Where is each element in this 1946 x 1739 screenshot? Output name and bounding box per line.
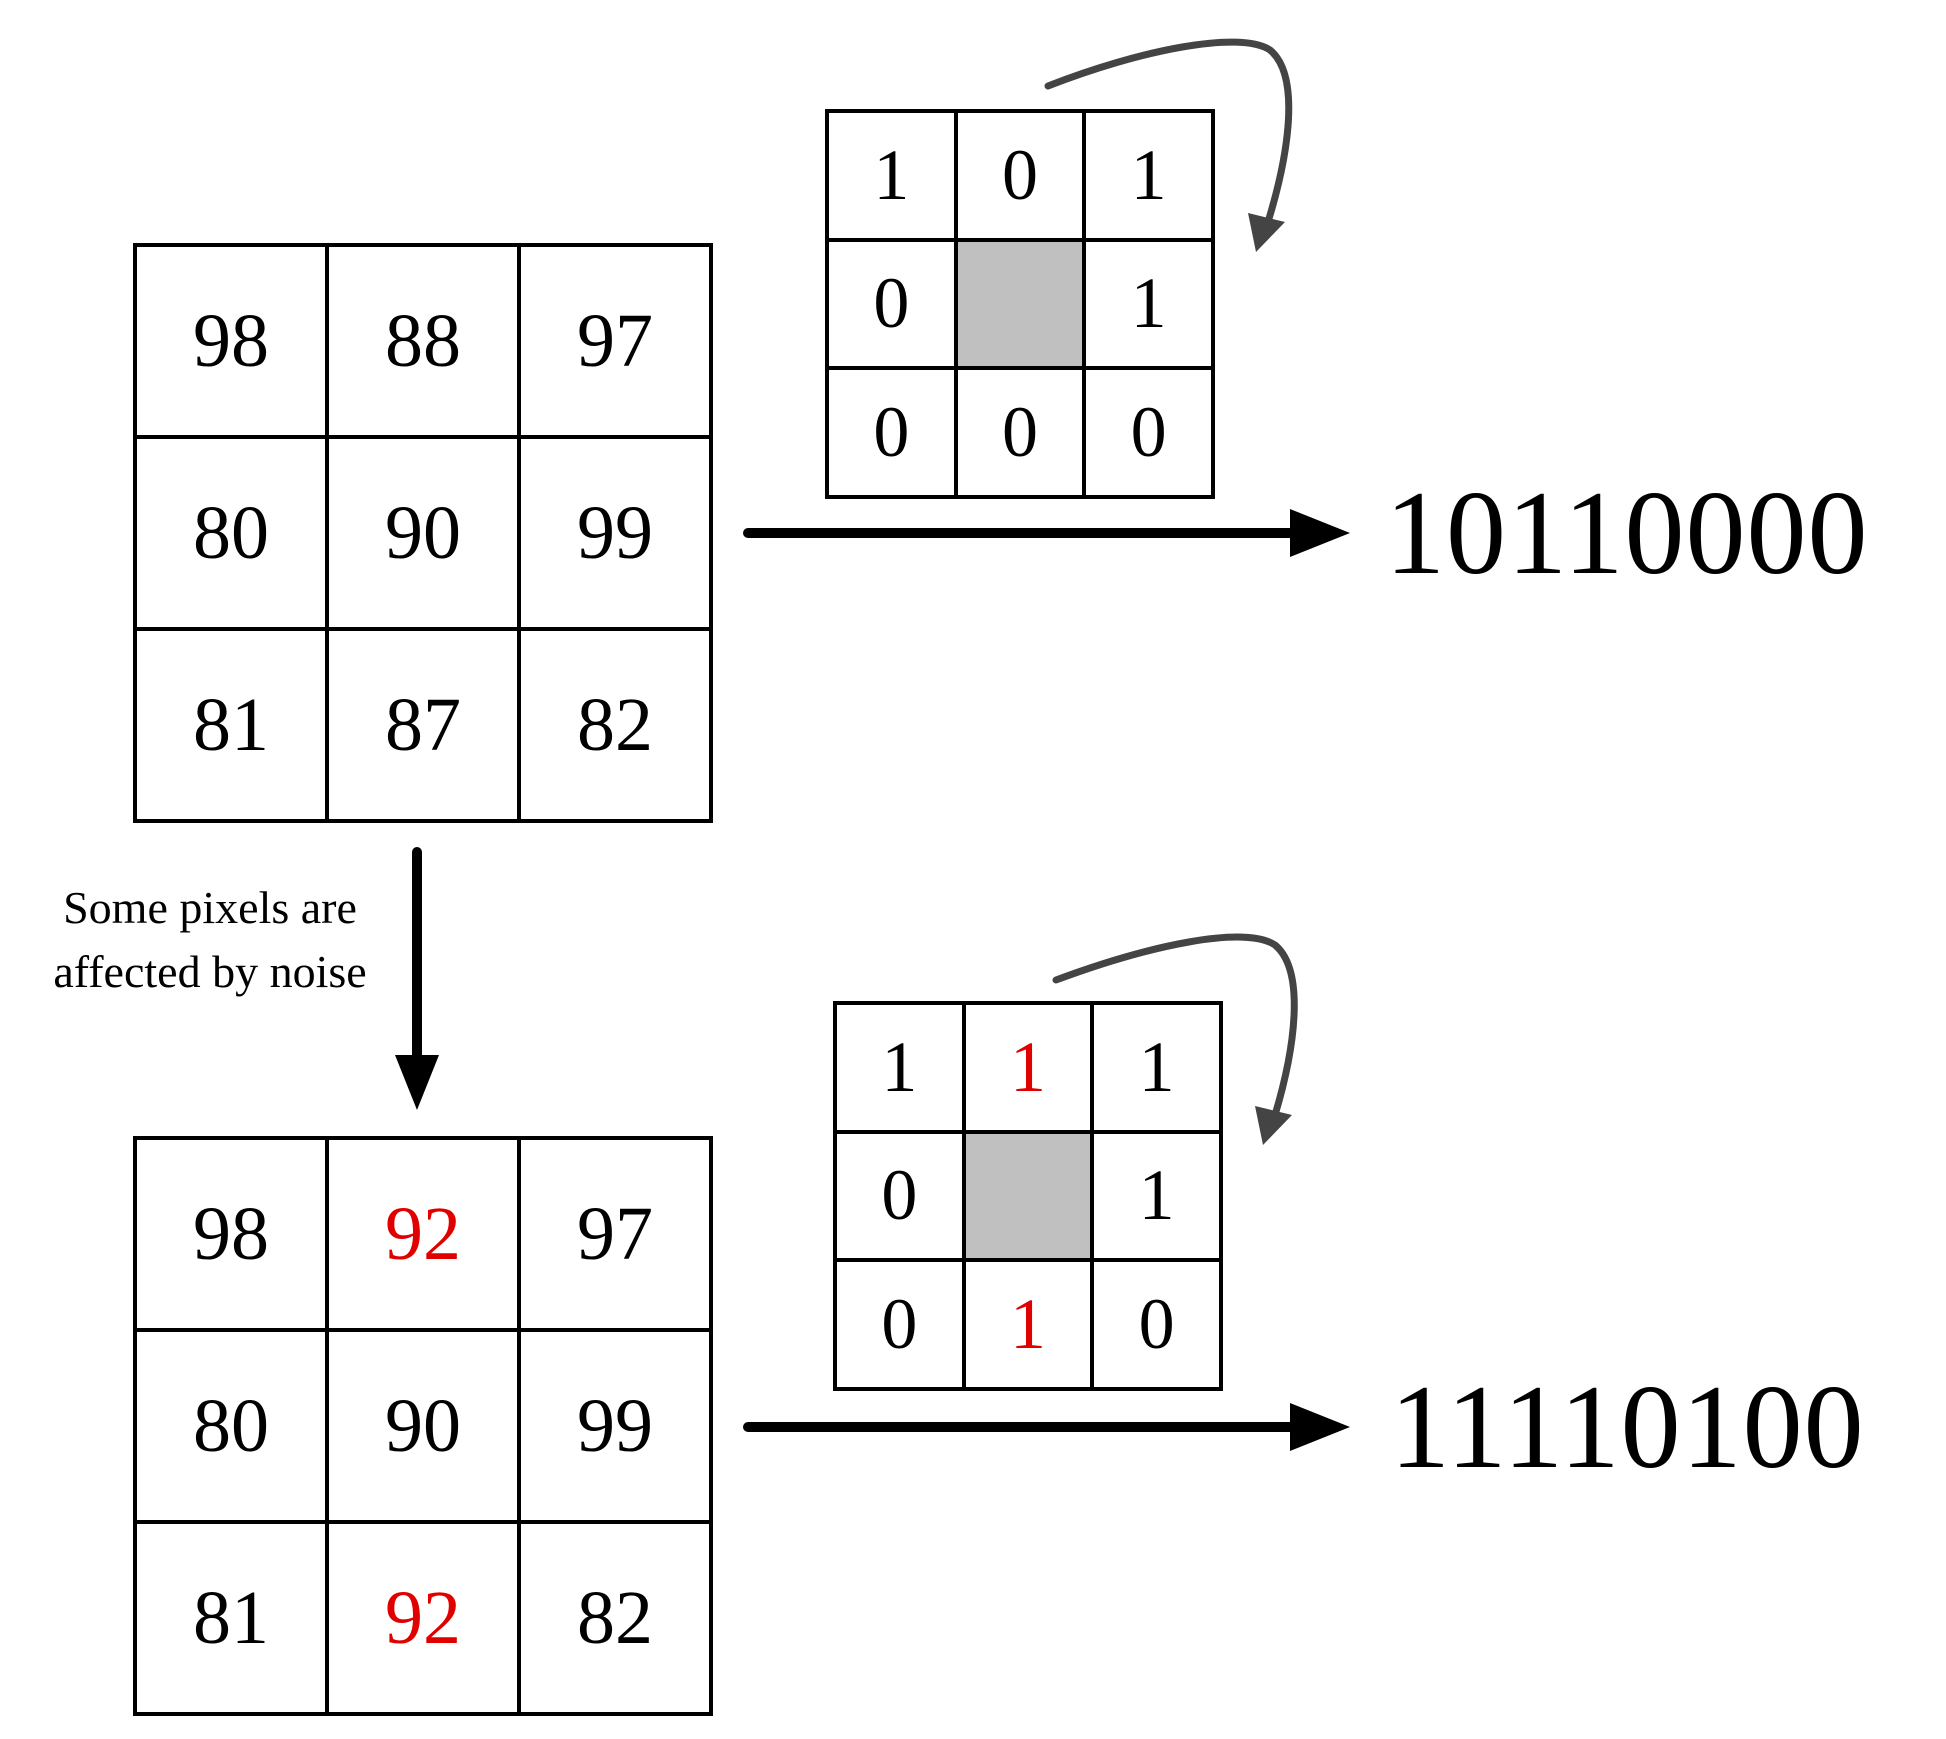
noisy-binary-code: 11110100 — [1390, 1360, 1865, 1493]
original-pixel-grid: 98 88 97 80 90 99 81 87 82 — [133, 243, 713, 823]
pixel-cell: 99 — [521, 439, 709, 627]
noisy-pixel-grid: 98 92 97 80 90 99 81 92 82 — [133, 1136, 713, 1716]
changed-bit-cell: 1 — [965, 1005, 1091, 1130]
pixel-cell: 87 — [329, 631, 517, 819]
bit-cell: 0 — [1094, 1262, 1219, 1387]
bit-cell: 1 — [1094, 1133, 1219, 1259]
bottom-right-arrow — [743, 1403, 1350, 1451]
pixel-cell: 97 — [521, 247, 709, 435]
center-pixel-cell: 90 — [329, 439, 517, 627]
noisy-binary-grid: 1 1 1 0 1 0 1 0 — [833, 1001, 1223, 1391]
changed-bit-cell: 1 — [965, 1262, 1091, 1387]
pixel-cell: 88 — [329, 247, 517, 435]
bit-cell: 0 — [829, 370, 954, 495]
pixel-cell: 81 — [137, 1524, 325, 1712]
pixel-cell: 80 — [137, 1332, 325, 1520]
bit-cell: 0 — [957, 370, 1083, 495]
noise-note-line: Some pixels are — [63, 882, 357, 933]
noise-note: Some pixels are affected by noise — [10, 876, 410, 1004]
bit-cell: 0 — [957, 113, 1083, 238]
bit-cell: 0 — [1086, 370, 1211, 495]
bit-cell: 1 — [829, 113, 954, 238]
bit-cell: 0 — [829, 241, 954, 367]
top-curved-arrow — [1044, 38, 1293, 252]
pixel-cell: 98 — [137, 1140, 325, 1328]
noisy-pixel-cell: 92 — [329, 1524, 517, 1712]
pixel-cell: 81 — [137, 631, 325, 819]
noise-note-line: affected by noise — [53, 946, 367, 997]
pixel-cell: 82 — [521, 631, 709, 819]
bit-cell: 1 — [1094, 1005, 1219, 1130]
bottom-curved-arrow — [1052, 933, 1298, 1145]
center-pixel-cell: 90 — [329, 1332, 517, 1520]
center-cell — [957, 241, 1083, 367]
bit-cell: 1 — [1086, 241, 1211, 367]
pixel-cell: 99 — [521, 1332, 709, 1520]
down-arrow — [395, 847, 439, 1110]
bit-cell: 0 — [837, 1133, 962, 1259]
top-right-arrow — [743, 509, 1350, 557]
original-binary-grid: 1 0 1 0 1 0 0 0 — [825, 109, 1215, 499]
pixel-cell: 80 — [137, 439, 325, 627]
pixel-cell: 98 — [137, 247, 325, 435]
bit-cell: 1 — [1086, 113, 1211, 238]
bit-cell: 1 — [837, 1005, 962, 1130]
bit-cell: 0 — [837, 1262, 962, 1387]
pixel-cell: 82 — [521, 1524, 709, 1712]
noisy-pixel-cell: 92 — [329, 1140, 517, 1328]
center-cell — [965, 1133, 1091, 1259]
original-binary-code: 10110000 — [1385, 466, 1869, 599]
pixel-cell: 97 — [521, 1140, 709, 1328]
